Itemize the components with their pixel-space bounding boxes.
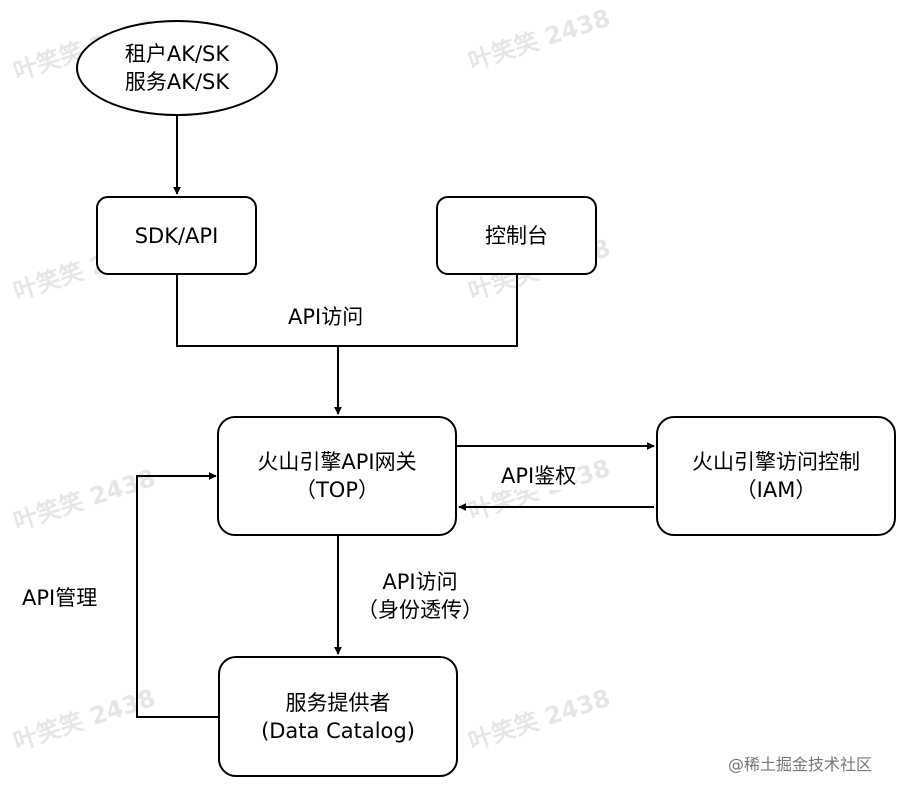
- gateway-line-2: （TOP）: [294, 478, 379, 502]
- gateway-line-1: 火山引擎API网关: [257, 450, 417, 474]
- edge-provider-to-gateway: [136, 472, 218, 718]
- api-access-label: API访问: [288, 303, 364, 331]
- credentials-node: 租户AK/SK 服务AK/SK: [76, 20, 278, 116]
- api-management-label: API管理: [22, 584, 98, 612]
- credentials-line-2: 服务AK/SK: [124, 70, 230, 94]
- sdk-api-label: SDK/API: [134, 223, 219, 248]
- iam-line-2: （IAM）: [735, 478, 817, 502]
- iam-line-1: 火山引擎访问控制: [692, 450, 860, 474]
- gateway-node: 火山引擎API网关 （TOP）: [217, 416, 457, 536]
- edge-sdk-merge: [176, 275, 338, 347]
- provider-line-1: 服务提供者: [285, 690, 391, 715]
- provider-node: 服务提供者 (Data Catalog): [218, 656, 458, 777]
- edge-console-merge: [338, 275, 518, 347]
- api-access-identity-label: API访问 （身份透传）: [357, 568, 483, 624]
- credentials-line-1: 租户AK/SK: [124, 42, 230, 66]
- iam-node: 火山引擎访问控制 （IAM）: [656, 416, 896, 536]
- api-access-2-line-2: （身份透传）: [357, 598, 483, 622]
- api-auth-label: API鉴权: [501, 462, 577, 490]
- source-credit: @稀土掘金技术社区: [728, 755, 873, 774]
- provider-line-2: (Data Catalog): [261, 718, 415, 743]
- console-node: 控制台: [436, 196, 597, 275]
- console-label: 控制台: [485, 223, 548, 248]
- sdk-api-node: SDK/API: [96, 196, 257, 275]
- api-access-2-line-1: API访问: [382, 570, 458, 594]
